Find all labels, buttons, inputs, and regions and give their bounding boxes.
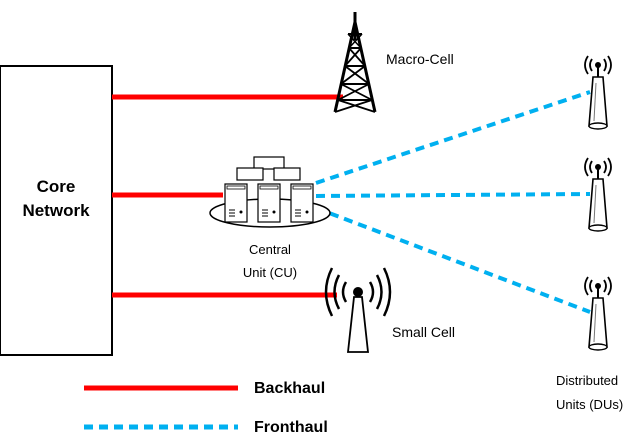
central-unit-icon <box>209 156 331 228</box>
macro-cell-label: Macro-Cell <box>386 51 454 67</box>
fronthaul-link-du-top <box>315 90 591 185</box>
central-unit-label-line1: Central <box>249 242 291 257</box>
fronthaul-link-du-middle <box>315 192 591 198</box>
core-network-box: Core Network <box>0 65 113 356</box>
backhaul-links <box>112 94 343 298</box>
core-network-label-line1: Core <box>37 177 76 196</box>
legend-backhaul-label: Backhaul <box>254 380 325 397</box>
distributed-units-label-line1: Distributed <box>556 373 618 388</box>
legend-fronthaul-label: Fronthaul <box>254 419 328 436</box>
small-cell-label: Small Cell <box>392 324 455 340</box>
legend: Backhaul Fronthaul <box>84 380 328 436</box>
macro-cell-tower-icon <box>333 12 377 113</box>
central-unit-label-line2: Unit (CU) <box>243 265 297 280</box>
small-cell-antenna-icon <box>324 267 392 353</box>
distributed-units-label-line2: Units (DUs) <box>556 397 623 412</box>
core-network-label-line2: Network <box>22 201 90 220</box>
fronthaul-link-du-bottom <box>315 206 591 314</box>
fronthaul-links <box>315 90 591 314</box>
